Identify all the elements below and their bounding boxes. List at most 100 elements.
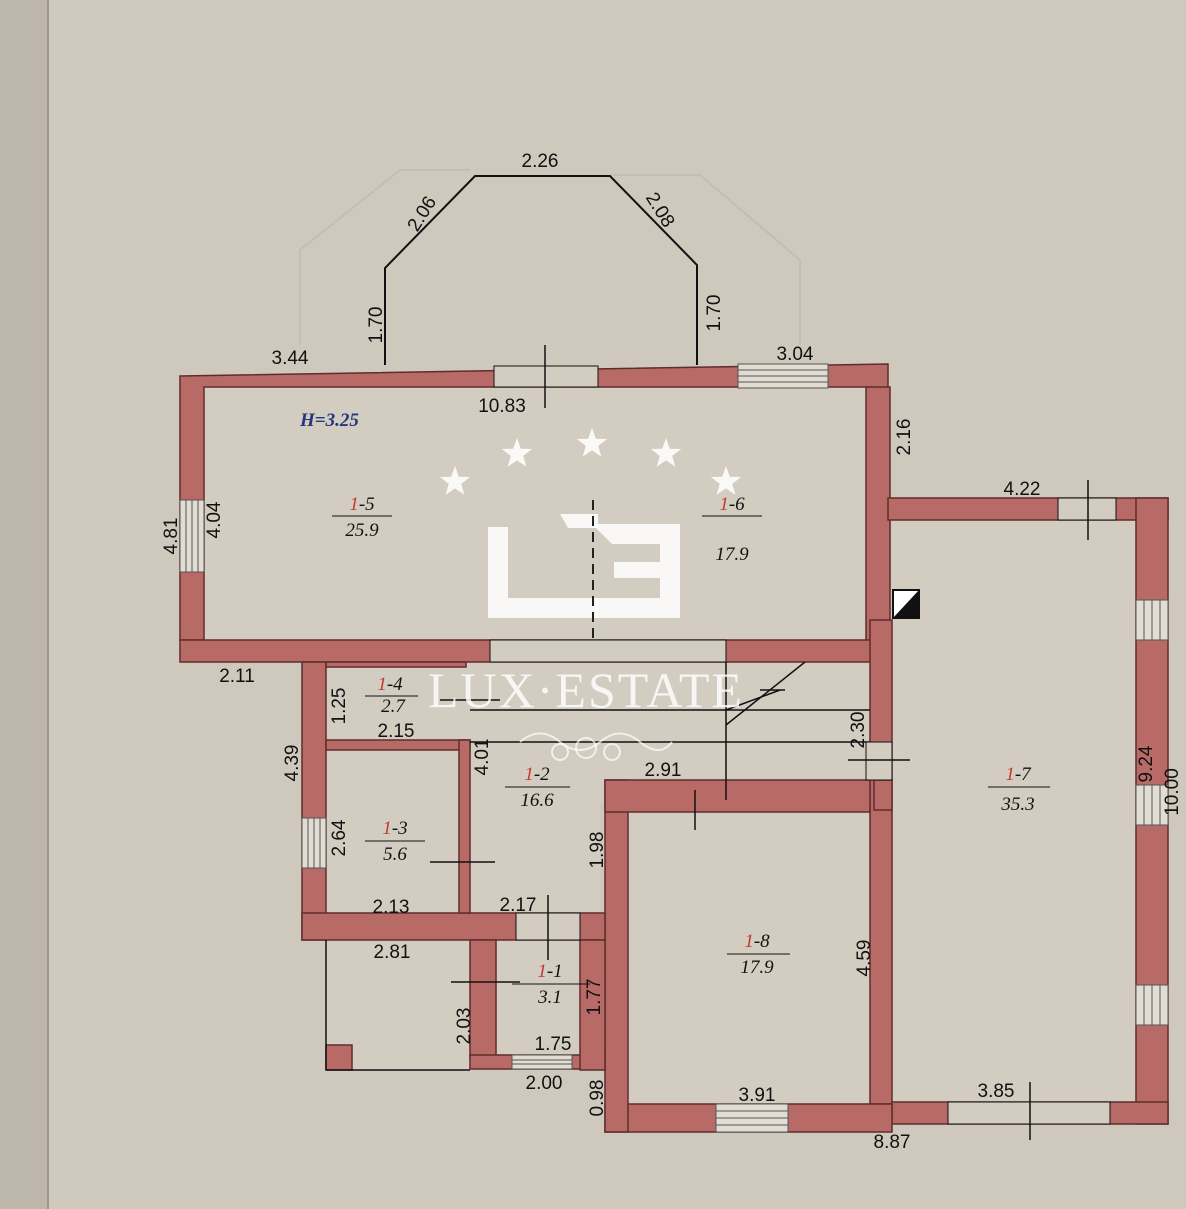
dimension-label: 3.44 (272, 348, 309, 369)
window (1135, 784, 1169, 826)
svg-text:1-1: 1-1 (537, 961, 562, 982)
room-area: 25.9 (345, 520, 379, 541)
room-area: 35.3 (1000, 794, 1034, 815)
dimension-label: 2.13 (373, 897, 410, 918)
door-opening (865, 741, 893, 781)
dimension-label: 2.03 (454, 1008, 475, 1045)
star-icon (650, 438, 682, 467)
book-spine-shadow (0, 0, 48, 1209)
dimension-label: 2.17 (500, 895, 537, 916)
room-label: 1-5 25.9 (332, 494, 392, 541)
ornament-icon (519, 732, 673, 761)
svg-text:1-7: 1-7 (1005, 764, 1032, 785)
room-label: 1-6 17.9 (702, 494, 762, 565)
room-number: -3 (392, 818, 408, 839)
room-number: -2 (534, 764, 550, 785)
dimension-label: 3.04 (777, 344, 814, 365)
door-opening (493, 365, 599, 388)
room-floor-number: 1 (719, 494, 729, 515)
room-label: 1-1 3.1 (512, 961, 590, 1008)
room-label: 1-8 17.9 (727, 931, 790, 978)
room-floor-number: 1 (349, 494, 359, 515)
room-area: 3.1 (537, 987, 562, 1008)
room-floor-number: 1 (382, 818, 392, 839)
room-label: 1-4 2.7 (365, 674, 418, 717)
dimension-label: 2.30 (848, 712, 869, 749)
room-area: 17.9 (740, 957, 774, 978)
room-labels: 1-1 3.1 1-2 16.6 1-3 5.6 1-4 2.7 1-5 25.… (332, 494, 1050, 1008)
dimension-label: 1.98 (587, 832, 608, 869)
room-area: 2.7 (381, 696, 406, 717)
room-label: 1-3 5.6 (365, 818, 425, 865)
dimension-label: 2.15 (378, 721, 415, 742)
room-floors (204, 387, 1136, 1105)
chimney-fill (893, 590, 919, 618)
door-markers (430, 345, 1089, 1140)
dimension-label: 2.26 (522, 151, 559, 172)
dimension-label: 1.25 (329, 688, 350, 725)
star-icon (439, 466, 471, 495)
room-number: -1 (547, 961, 563, 982)
window (737, 363, 829, 389)
svg-text:1-8: 1-8 (744, 931, 770, 952)
svg-text:1-4: 1-4 (377, 674, 403, 695)
room-floor-number: 1 (1005, 764, 1015, 785)
window (1135, 984, 1169, 1026)
faint-underlay (610, 174, 801, 345)
window (511, 1054, 573, 1070)
dimension-label: 2.81 (374, 942, 411, 963)
dimension-label: 2.11 (219, 666, 255, 687)
dimension-label: 4.04 (204, 501, 225, 538)
dimension-label: 4.39 (282, 745, 303, 782)
faint-underlay (299, 169, 470, 345)
dimension-label: 1.70 (366, 307, 387, 344)
room-number: -7 (1015, 764, 1032, 785)
dimension-label: 9.24 (1136, 745, 1157, 782)
dimension-label: 4.81 (161, 518, 182, 555)
dimension-label: 3.85 (978, 1081, 1015, 1102)
dimension-label: 1.70 (704, 295, 725, 332)
dimension-label: 1.75 (535, 1034, 572, 1055)
le-logo-icon (488, 500, 680, 640)
ceiling-height-label: H=3.25 (299, 410, 359, 431)
dimension-label: 3.91 (739, 1085, 776, 1106)
dimension-label: 4.01 (472, 739, 493, 776)
star-icon (710, 466, 742, 495)
door-opening (947, 1101, 1111, 1125)
room-area: 5.6 (383, 844, 407, 865)
watermark-stars (439, 428, 742, 495)
star-icon (576, 428, 608, 457)
window (301, 817, 327, 869)
lux-estate-watermark: LUX·ESTATE (428, 428, 744, 761)
room-number: -6 (729, 494, 745, 515)
dimension-label: 0.98 (587, 1080, 608, 1117)
dimension-label: 10.00 (1162, 768, 1183, 816)
room-area: 16.6 (520, 790, 554, 811)
svg-text:1-6: 1-6 (719, 494, 745, 515)
watermark-brand-text: LUX·ESTATE (428, 662, 744, 718)
dimension-label: 2.00 (526, 1073, 563, 1094)
windows (179, 363, 1169, 1133)
window (179, 499, 205, 573)
dimension-label: 2.91 (645, 760, 682, 781)
window (1135, 599, 1169, 641)
room-label: 1-2 16.6 (505, 764, 570, 811)
room-floor-number: 1 (537, 961, 547, 982)
door-opening (489, 639, 727, 663)
dimension-label: 10.83 (478, 396, 526, 417)
doors (489, 365, 1117, 1125)
door-opening (1057, 497, 1117, 521)
star-icon (501, 438, 533, 467)
svg-text:1-3: 1-3 (382, 818, 407, 839)
dimension-label: 8.87 (874, 1132, 911, 1153)
svg-text:1-5: 1-5 (349, 494, 374, 515)
room-area: 17.9 (715, 544, 749, 565)
room-number: -8 (754, 931, 770, 952)
room-number: -5 (359, 494, 375, 515)
svg-text:1-2: 1-2 (524, 764, 550, 785)
bay-window-outline (384, 175, 698, 365)
dimension-label: 2.16 (894, 419, 915, 456)
room-number: -4 (387, 674, 403, 695)
dimension-labels: 2.26 2.06 2.08 1.70 1.70 3.44 3.04 10.83… (161, 151, 1183, 1153)
dimension-label: 2.64 (329, 819, 350, 856)
